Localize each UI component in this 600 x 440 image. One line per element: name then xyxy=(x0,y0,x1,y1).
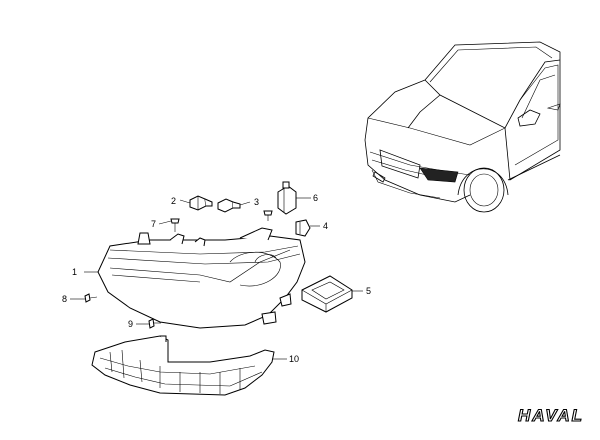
bulb-2 xyxy=(189,195,213,211)
callout-4: 4 xyxy=(323,221,328,231)
screw-9 xyxy=(148,318,161,329)
headlamp-assembly xyxy=(97,227,306,329)
bracket-10 xyxy=(91,335,275,396)
control-module-5 xyxy=(301,275,353,313)
bulb-3 xyxy=(217,198,241,213)
callout-7: 7 xyxy=(151,219,156,229)
highlighted-headlight xyxy=(419,167,459,183)
callout-3: 3 xyxy=(254,197,259,207)
brand-logo: HAVAL xyxy=(518,406,584,425)
screw-7 xyxy=(170,218,180,232)
leader-lines xyxy=(70,197,363,360)
callout-labels: 1 2 3 4 5 6 7 8 9 10 xyxy=(62,193,371,364)
callout-2: 2 xyxy=(171,196,176,206)
vehicle-illustration xyxy=(364,41,561,213)
socket-4 xyxy=(295,219,311,237)
callout-9: 9 xyxy=(128,319,133,329)
callout-6: 6 xyxy=(313,193,318,203)
clip xyxy=(263,210,273,221)
callout-8: 8 xyxy=(62,294,67,304)
callout-5: 5 xyxy=(366,286,371,296)
callout-1: 1 xyxy=(72,267,77,277)
callout-10: 10 xyxy=(289,354,299,364)
bulb-socket-6 xyxy=(277,181,297,215)
screw-8 xyxy=(84,293,98,303)
